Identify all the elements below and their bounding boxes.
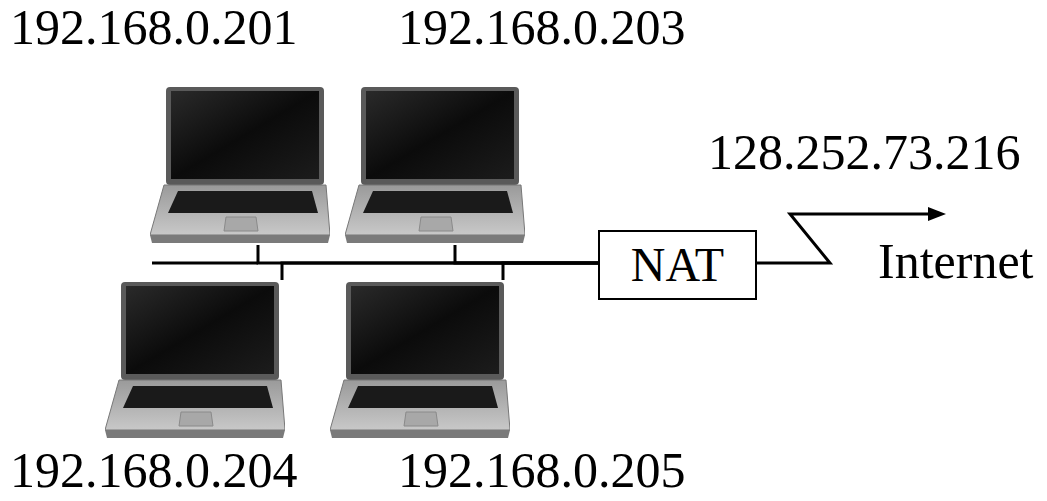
network-link — [455, 245, 598, 263]
arrow-head — [928, 207, 946, 221]
box-label: NAT — [631, 241, 724, 289]
ip-address: 192.168.0.205 — [398, 445, 686, 495]
ip-address: 192.168.0.204 — [10, 445, 298, 495]
laptop-picture — [150, 85, 330, 245]
network-link — [503, 263, 598, 280]
laptop-picture — [345, 85, 525, 245]
network-label: Internet — [878, 236, 1033, 286]
bus-line — [152, 262, 258, 265]
laptop-host: 192.168.0.204 — [10, 280, 300, 498]
network-link — [258, 245, 598, 263]
network-link — [282, 263, 598, 280]
laptop-host: 192.168.0.205 — [330, 280, 688, 498]
laptop-picture — [330, 280, 510, 440]
laptop-picture — [105, 280, 285, 440]
laptop-host: 192.168.0.203 — [345, 0, 688, 245]
nat-box: NAT — [598, 230, 757, 300]
public-ip: 128.252.73.216 — [708, 127, 1021, 177]
ip-address: 192.168.0.201 — [10, 2, 298, 52]
laptop-host: 192.168.0.201 — [10, 0, 330, 245]
ip-address: 192.168.0.203 — [398, 2, 686, 52]
